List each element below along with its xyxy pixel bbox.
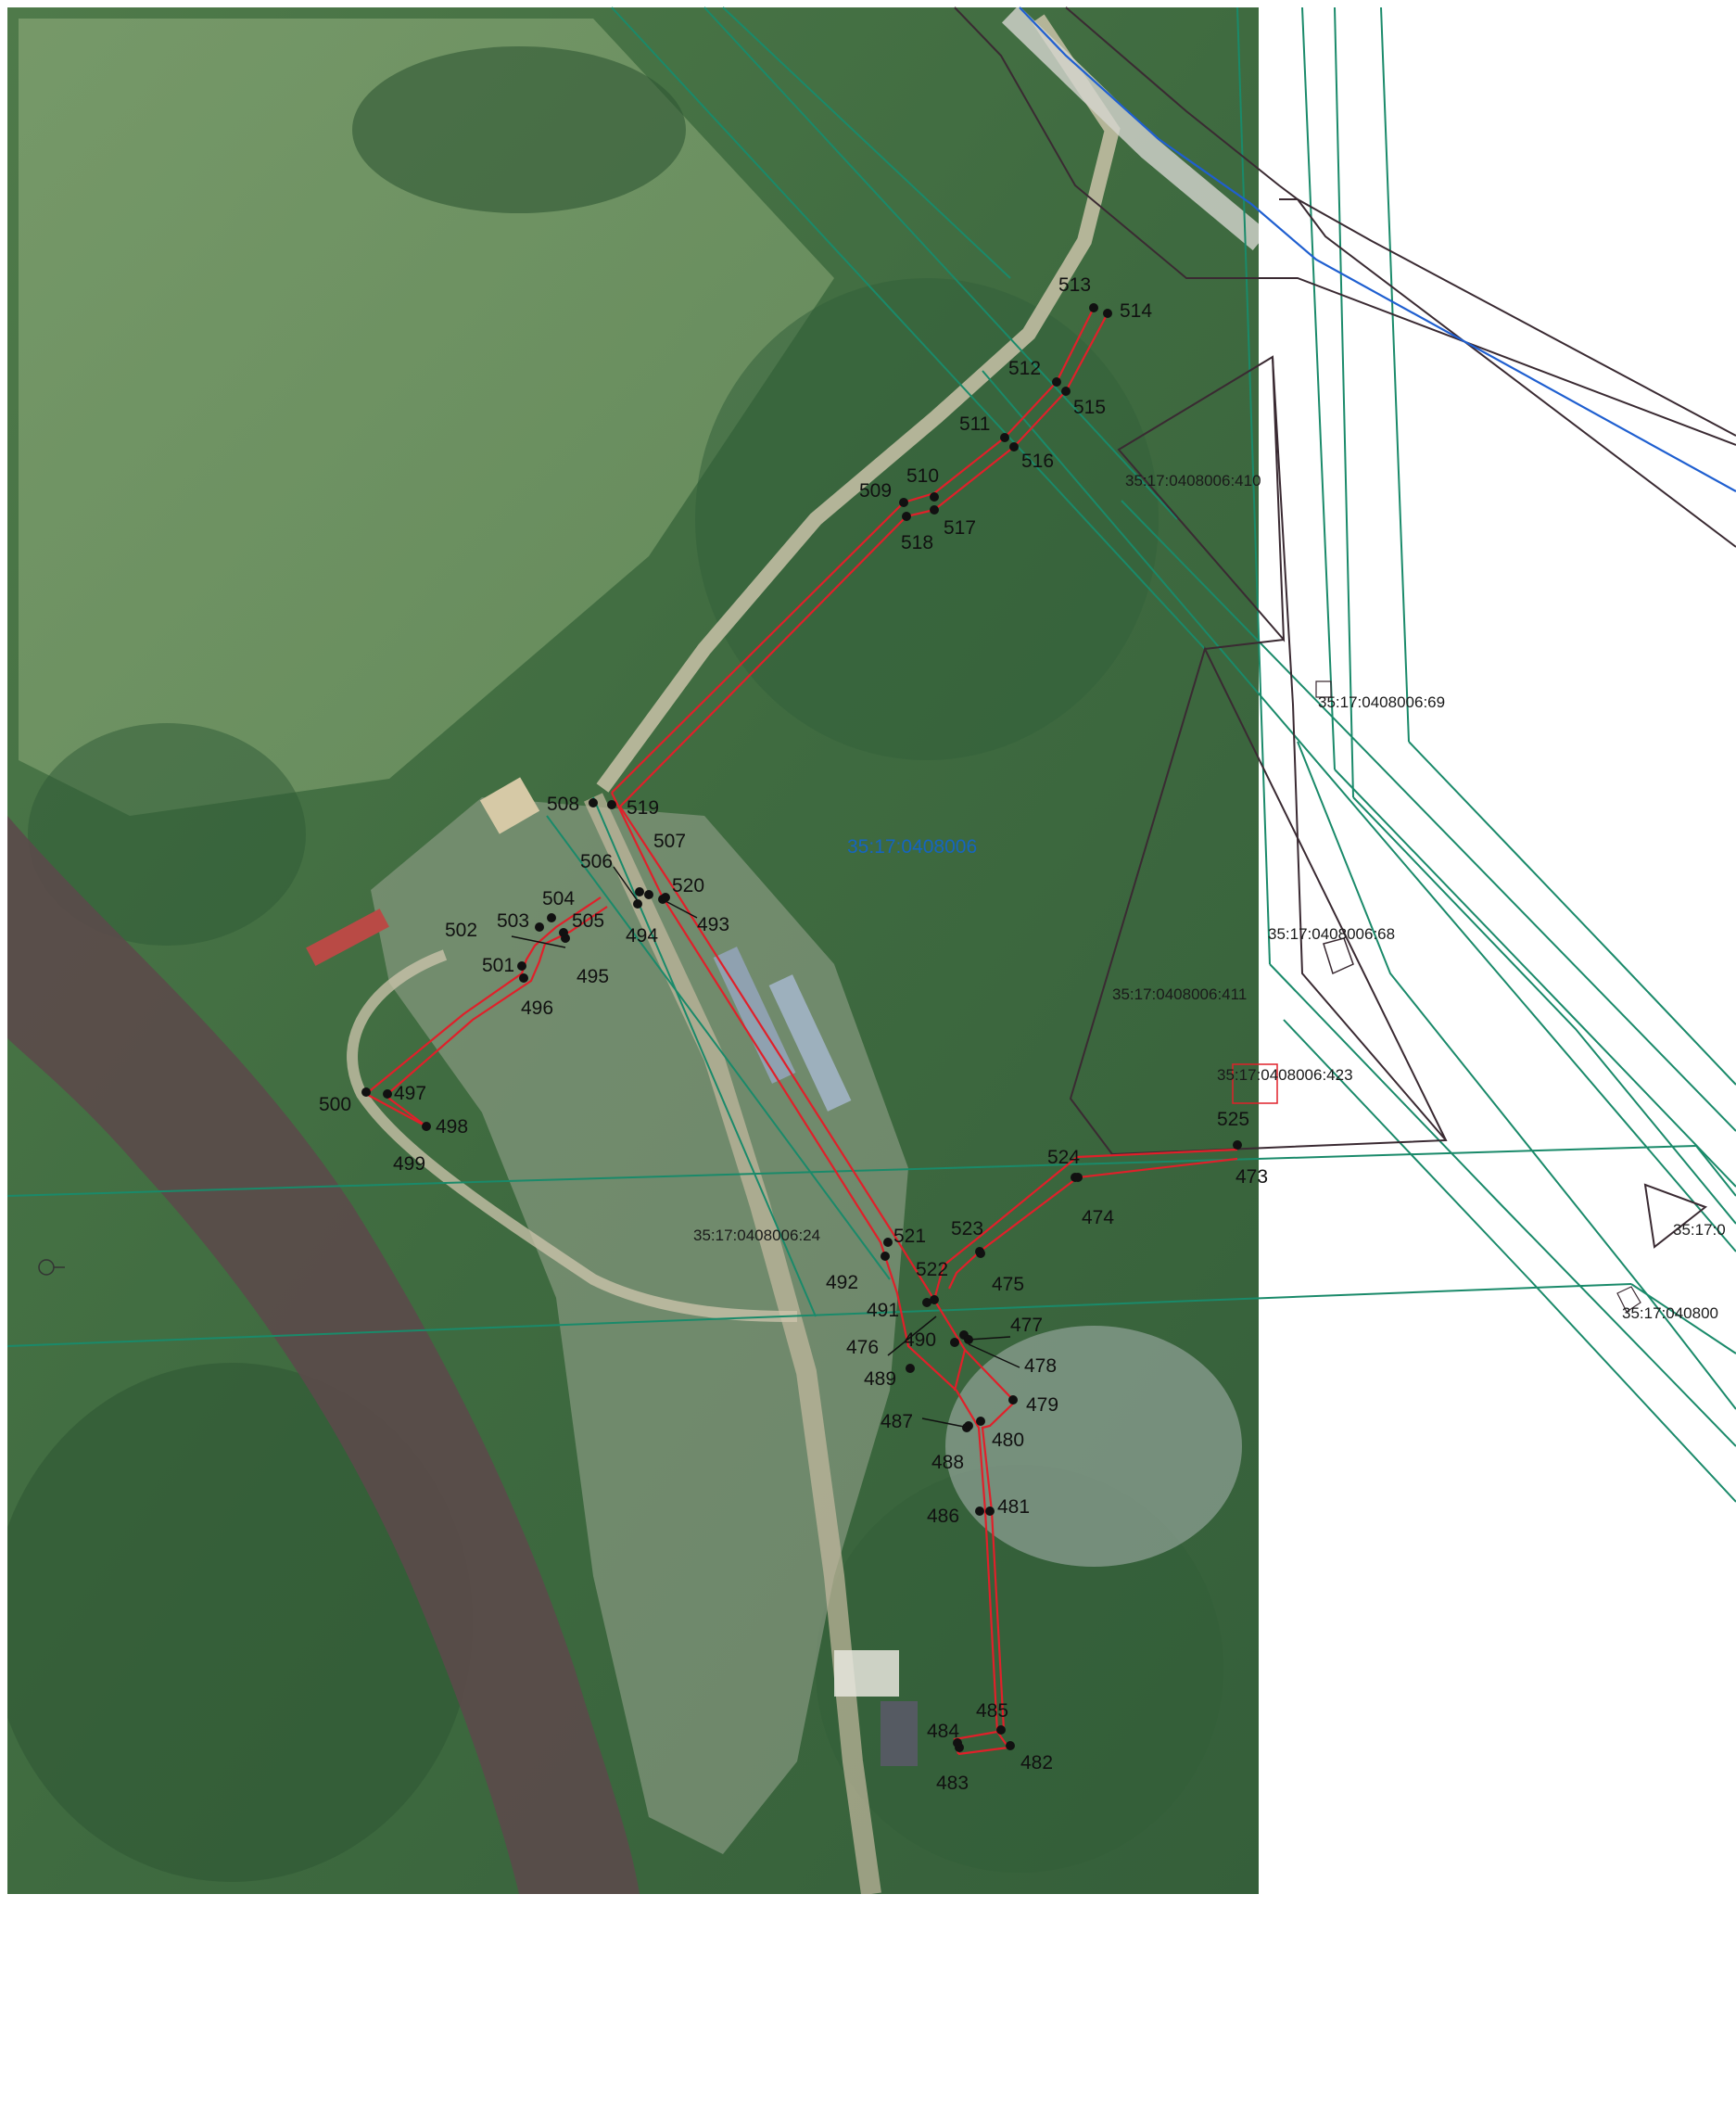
point-label-490: 490	[904, 1329, 936, 1351]
quarter-label: 35:17:0408006	[847, 836, 977, 858]
point-label-496: 496	[521, 998, 553, 1019]
point-label-477: 477	[1010, 1315, 1043, 1336]
point-label-514: 514	[1120, 300, 1152, 322]
survey-points	[361, 303, 1242, 1752]
point-label-516: 516	[1021, 451, 1054, 472]
point-label-484: 484	[927, 1721, 959, 1742]
parcel-label-411: 35:17:0408006:411	[1112, 985, 1247, 1003]
point-label-473: 473	[1235, 1166, 1268, 1188]
point-label-493: 493	[697, 914, 729, 935]
parcel-labels: 35:17:0408006 35:17:0408006:410 35:17:04…	[693, 472, 1726, 1322]
point-label-500: 500	[319, 1094, 351, 1115]
point-label-505: 505	[572, 910, 604, 932]
point-label-486: 486	[927, 1506, 959, 1527]
point-label-510: 510	[906, 465, 939, 487]
point-label-480: 480	[992, 1430, 1024, 1451]
point-label-475: 475	[992, 1274, 1024, 1295]
label-leaders	[511, 866, 1020, 1429]
point-label-511: 511	[959, 413, 990, 435]
point-label-519: 519	[627, 797, 659, 819]
point-label-479: 479	[1026, 1394, 1058, 1416]
point-label-485: 485	[976, 1700, 1008, 1722]
point-label-524: 524	[1047, 1147, 1080, 1168]
parcel-label-68: 35:17:0408006:68	[1268, 925, 1395, 943]
parcel-423-outline	[1232, 1063, 1278, 1104]
point-label-525: 525	[1217, 1109, 1249, 1130]
point-label-482: 482	[1020, 1752, 1053, 1773]
parcel-outlines	[954, 6, 1736, 1313]
point-label-506: 506	[580, 851, 613, 872]
point-label-488: 488	[931, 1452, 964, 1473]
point-label-489: 489	[864, 1368, 896, 1390]
point-label-491: 491	[867, 1300, 899, 1321]
point-label-502: 502	[445, 920, 477, 941]
point-label-495: 495	[577, 966, 609, 987]
point-label-503: 503	[497, 910, 529, 932]
point-label-483: 483	[936, 1773, 969, 1794]
point-labels: 513 514 512 515 511 516 509 510 517 518 …	[319, 274, 1268, 1794]
river-line	[1019, 6, 1736, 492]
point-label-520: 520	[672, 875, 704, 896]
parcel-label-cut2: 35:17:040800	[1622, 1304, 1718, 1322]
point-label-474: 474	[1082, 1207, 1114, 1228]
parcel-label-24: 35:17:0408006:24	[693, 1227, 820, 1244]
parcel-label-69: 35:17:0408006:69	[1318, 693, 1445, 711]
point-label-509: 509	[859, 480, 892, 502]
parcel-label-423: 35:17:0408006:423	[1217, 1066, 1353, 1084]
point-label-476: 476	[846, 1337, 879, 1358]
survey-marker-icon	[38, 1259, 65, 1276]
point-label-481: 481	[997, 1496, 1030, 1518]
point-label-523: 523	[951, 1218, 983, 1239]
point-label-497: 497	[394, 1083, 426, 1104]
point-label-487: 487	[881, 1411, 913, 1432]
point-label-508: 508	[547, 794, 579, 815]
cadastral-boundaries	[6, 6, 1736, 1503]
point-label-494: 494	[626, 925, 658, 947]
point-label-521: 521	[893, 1226, 926, 1247]
point-label-512: 512	[1008, 358, 1041, 379]
point-label-522: 522	[916, 1259, 948, 1280]
point-label-478: 478	[1024, 1355, 1057, 1377]
point-label-518: 518	[901, 532, 933, 553]
point-label-513: 513	[1058, 274, 1091, 296]
parcel-label-cut1: 35:17:0	[1673, 1221, 1726, 1239]
point-label-501: 501	[482, 955, 514, 976]
point-label-517: 517	[944, 517, 976, 539]
point-label-499: 499	[393, 1153, 425, 1175]
point-label-492: 492	[826, 1272, 858, 1293]
parcel-label-410: 35:17:0408006:410	[1125, 472, 1261, 489]
point-label-498: 498	[436, 1116, 468, 1138]
point-label-504: 504	[542, 888, 575, 909]
point-label-507: 507	[653, 831, 686, 852]
point-label-515: 515	[1073, 397, 1106, 418]
